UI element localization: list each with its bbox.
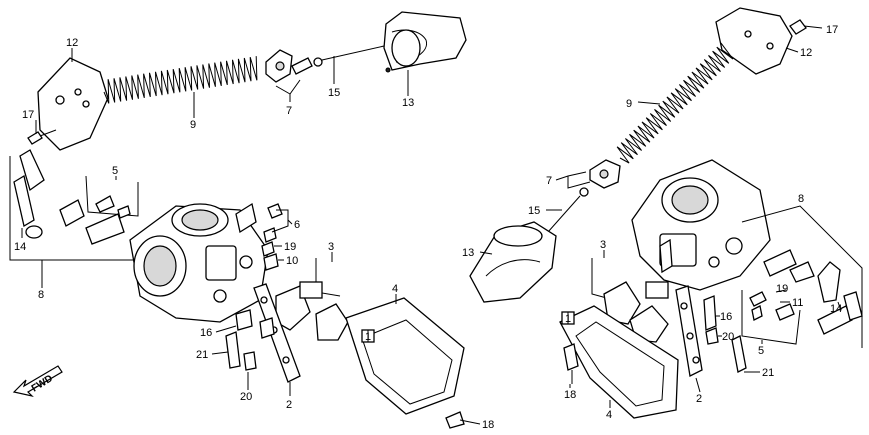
callout-7-right: 7 [546, 175, 552, 187]
callout-5-right: 5 [758, 345, 764, 357]
screw-right-17 [789, 19, 823, 35]
fwd-arrow-icon [12, 365, 63, 398]
spring-16-right [703, 295, 717, 331]
callout-12-left: 12 [66, 37, 78, 49]
callout-20-right: 20 [722, 331, 734, 343]
callout-20-left: 20 [240, 391, 252, 403]
callout-labels: 12 17 9 7 15 13 5 14 8 6 19 10 3 4 1 16 … [14, 24, 842, 431]
jet-needle-right [547, 187, 589, 233]
screw-18-right [563, 343, 579, 384]
callout-13-right: 13 [462, 247, 474, 259]
callout-19-right: 19 [776, 283, 788, 295]
needle-holder-left [265, 49, 313, 83]
callout-6-left: 6 [294, 219, 300, 231]
callout-19-left: 19 [284, 241, 296, 253]
screw-21-right [731, 335, 747, 373]
callout-16-left: 16 [200, 327, 212, 339]
choke-plunger-left [13, 149, 125, 245]
screw-21-left [225, 331, 241, 369]
callout-4-right: 4 [606, 409, 612, 421]
callout-21-right: 21 [762, 367, 774, 379]
spring-left [103, 56, 258, 104]
callout-17-right: 17 [826, 24, 838, 36]
carb-body-right [631, 159, 771, 291]
callout-21-left: 21 [196, 349, 208, 361]
choke-plunger-right [763, 249, 863, 335]
needle-holder-right [589, 159, 621, 189]
screw-10-left [263, 253, 279, 271]
diaphragm-left [383, 11, 467, 73]
callout-3-left: 3 [328, 241, 334, 253]
callout-16-right: 16 [720, 311, 732, 323]
bracket-8-right [741, 205, 863, 348]
callout-17-left: 17 [22, 109, 34, 121]
callout-9-left: 9 [190, 119, 196, 131]
callout-14-right: 14 [830, 303, 842, 315]
callout-15-left: 15 [328, 87, 340, 99]
float-right [603, 281, 669, 343]
callout-18-right: 18 [564, 389, 576, 401]
callout-2-left: 2 [286, 399, 292, 411]
float-left [275, 281, 349, 341]
screw-set-6-left [263, 203, 289, 243]
callout-9-right: 9 [626, 98, 632, 110]
bracket-5-right [741, 290, 801, 345]
bracket-5-left [85, 175, 139, 219]
callout-3-right: 3 [600, 239, 606, 251]
callout-18-left: 18 [482, 419, 494, 431]
callout-1-left: 1 [365, 331, 371, 343]
callout-11-right: 11 [792, 297, 803, 309]
top-cover-left [37, 57, 109, 151]
callout-13-left: 13 [402, 97, 414, 109]
screw-19-left [261, 241, 275, 257]
callout-7-left: 7 [286, 105, 292, 117]
callout-8-right: 8 [798, 193, 804, 205]
bracket-8-left [9, 156, 144, 261]
callout-2-right: 2 [696, 393, 702, 405]
callout-5-left: 5 [112, 165, 118, 177]
screw-18-left [445, 411, 481, 429]
top-cover-right [715, 7, 793, 75]
callout-14-left: 14 [14, 241, 26, 253]
float-chamber-right [559, 305, 679, 419]
jet-20-left [243, 351, 257, 371]
jet-needle-left [313, 45, 385, 67]
callout-8-left: 8 [38, 289, 44, 301]
jet-20-right [705, 327, 719, 345]
spring-right [616, 42, 734, 164]
screw-left-17 [27, 129, 57, 145]
callout-4-left: 4 [392, 283, 398, 295]
bracket-2-right [675, 285, 703, 377]
float-chamber-left [345, 297, 465, 415]
leader-lines [21, 47, 841, 408]
callout-12-right: 12 [800, 47, 812, 59]
diaphragm-right [469, 221, 557, 303]
callout-15-right: 15 [528, 205, 540, 217]
spring-16-left [235, 309, 275, 339]
callout-1-right: 1 [565, 313, 571, 325]
callout-10-left: 10 [286, 255, 298, 267]
carb-body-left [129, 202, 269, 323]
